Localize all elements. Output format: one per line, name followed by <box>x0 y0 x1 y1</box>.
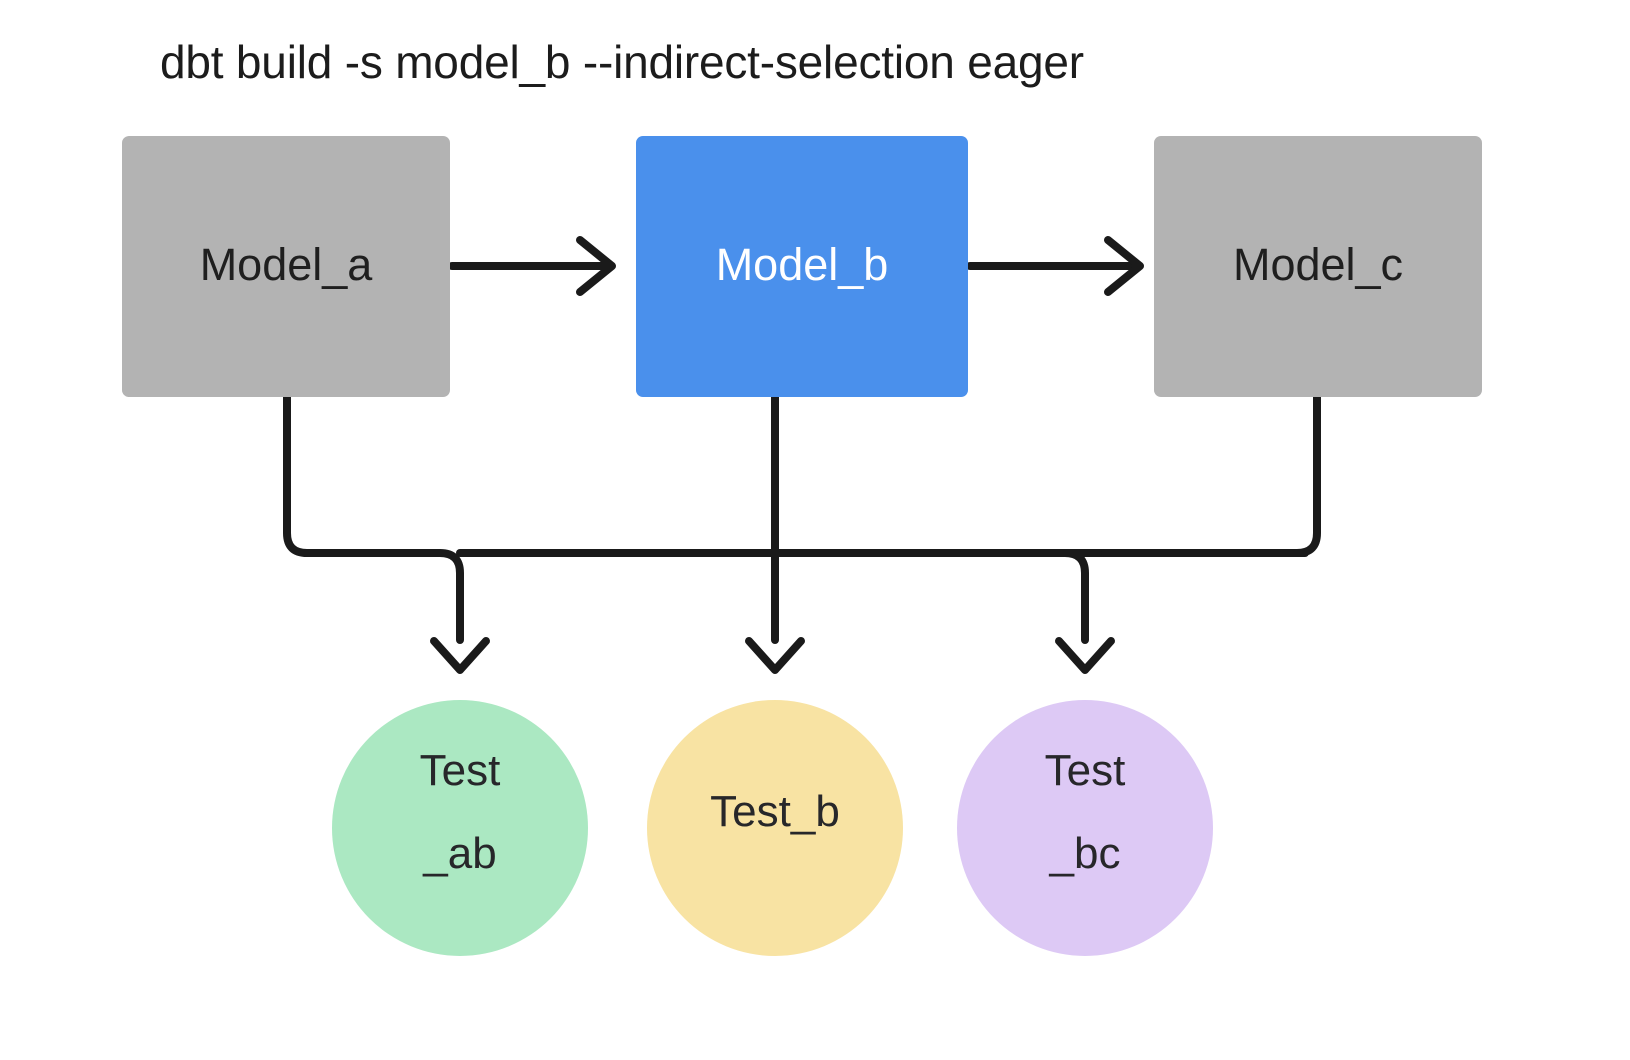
edge-model-c-to-test-bc <box>1101 393 1321 557</box>
node-test-b-label-line-1: Test_b <box>710 787 840 836</box>
node-model-c-shape[interactable] <box>1154 136 1482 397</box>
edge-model-b-to-test-b-arrowhead <box>745 637 805 674</box>
node-model-a[interactable]: Model_a <box>122 136 450 397</box>
edge-model-a-to-test-ab-arrowhead <box>430 637 490 674</box>
edge-model-b-to-test-bc-arrowhead <box>1055 637 1115 674</box>
node-test-b-shape[interactable] <box>647 700 903 956</box>
node-model-a-label: Model_a <box>200 239 374 290</box>
node-test-ab-label-line-1: Test <box>420 746 501 795</box>
edge-model-a-to-model-b-arrowhead <box>576 236 616 296</box>
node-model-b-label: Model_b <box>716 239 889 290</box>
edge-model-a-to-test-ab <box>283 393 464 644</box>
page-title: dbt build -s model_b --indirect-selectio… <box>160 36 1084 88</box>
edge-bus-to-test-bc <box>1061 549 1089 644</box>
node-test-bc[interactable]: Test _bc <box>957 700 1213 956</box>
node-model-b-shape[interactable] <box>636 136 968 397</box>
edge-model-b-to-model-c-arrowhead <box>1104 236 1144 296</box>
node-model-b[interactable]: Model_b <box>636 136 968 397</box>
node-model-a-shape[interactable] <box>122 136 450 397</box>
node-test-bc-label-line-2: _bc <box>1049 829 1121 878</box>
node-test-ab-shape[interactable] <box>332 700 588 956</box>
node-model-c[interactable]: Model_c <box>1154 136 1482 397</box>
node-test-b[interactable]: Test_b <box>647 700 903 956</box>
node-test-ab-label-line-2: _ab <box>422 829 496 878</box>
node-test-ab[interactable]: Test _ab <box>332 700 588 956</box>
node-test-bc-label-line-1: Test <box>1045 746 1126 795</box>
node-model-c-label: Model_c <box>1233 239 1403 290</box>
node-test-bc-shape[interactable] <box>957 700 1213 956</box>
